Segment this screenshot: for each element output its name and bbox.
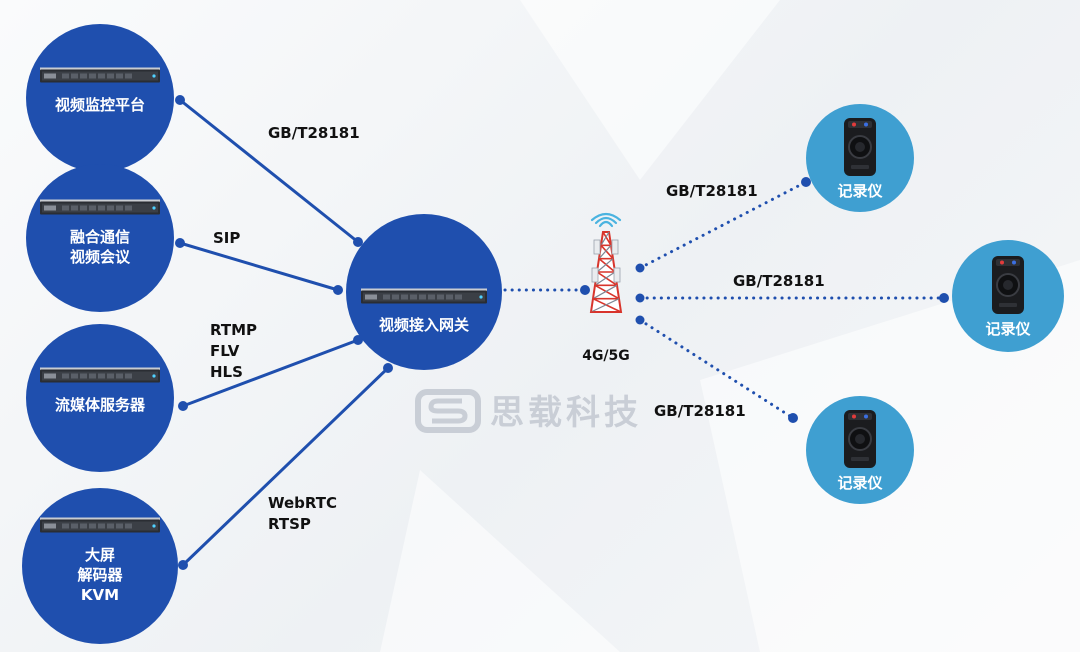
link-endpoint	[383, 363, 393, 373]
recorder-label: 记录仪	[837, 474, 883, 492]
protocol-label-recorder-3: GB/T28181	[654, 402, 746, 420]
link-endpoint	[635, 263, 645, 273]
link-endpoint	[788, 413, 798, 423]
protocol-line: WebRTC	[268, 494, 337, 512]
protocol-label-decoder: WebRTC RTSP	[268, 494, 337, 533]
node-label: 解码器	[77, 566, 123, 584]
link-endpoint	[333, 285, 343, 295]
link-endpoint	[178, 560, 188, 570]
link-conference-to-gateway	[179, 241, 339, 292]
signal-waves-icon	[590, 212, 622, 228]
recorder-label: 记录仪	[837, 182, 883, 200]
node-label: KVM	[81, 586, 119, 604]
watermark: 思载科技	[415, 389, 642, 433]
node-label: 大屏	[85, 546, 115, 564]
node-circle	[26, 24, 174, 172]
body-camera-icon	[844, 118, 876, 176]
link-endpoint	[635, 293, 645, 303]
protocol-label-recorder-1: GB/T28181	[666, 182, 758, 200]
node-circle	[26, 324, 174, 472]
node-gateway[interactable]: 视频接入网关	[346, 214, 502, 370]
rack-server-icon	[40, 517, 160, 533]
link-tower-to-recorder-1	[638, 180, 808, 270]
recorder-label: 记录仪	[985, 320, 1031, 338]
recorder-1[interactable]: 记录仪	[806, 104, 914, 212]
tower-node: 4G/5G	[582, 212, 630, 364]
protocol-label-video-platform: GB/T28181	[268, 124, 360, 142]
link-endpoint	[939, 293, 949, 303]
rack-server-icon	[361, 288, 487, 304]
node-label: 融合通信	[70, 228, 130, 246]
link-tower-to-recorder-3	[638, 318, 795, 420]
link-endpoint	[175, 95, 185, 105]
rack-server-icon	[40, 367, 160, 383]
protocol-label-recorder-2: GB/T28181	[733, 272, 825, 290]
node-video-platform[interactable]: 视频监控平台	[26, 24, 174, 172]
links-layer	[175, 95, 949, 570]
link-endpoint	[801, 177, 811, 187]
node-label: 流媒体服务器	[55, 396, 146, 414]
protocol-label-conference: SIP	[213, 229, 240, 247]
watermark-text: 思载科技	[490, 393, 642, 433]
link-endpoint	[178, 401, 188, 411]
body-camera-icon	[992, 256, 1024, 314]
protocol-line: HLS	[210, 363, 243, 381]
link-endpoint	[580, 285, 590, 295]
body-camera-icon	[844, 410, 876, 468]
protocol-line: FLV	[210, 342, 240, 360]
protocol-line: SIP	[213, 229, 240, 247]
link-streaming-to-gateway	[182, 338, 359, 408]
cell-tower-icon	[589, 212, 623, 313]
link-endpoint	[175, 238, 185, 248]
protocol-label-streaming: RTMP FLV HLS	[210, 321, 257, 381]
link-video-platform-to-gateway	[179, 98, 359, 244]
recorder-2[interactable]: 记录仪	[952, 240, 1064, 352]
protocol-line: RTMP	[210, 321, 257, 339]
protocol-line: RTSP	[268, 515, 311, 533]
rack-server-icon	[40, 67, 160, 83]
node-label: 视频会议	[70, 248, 131, 266]
gateway-label: 视频接入网关	[379, 316, 469, 334]
protocol-line: GB/T28181	[268, 124, 360, 142]
rack-server-icon	[40, 199, 160, 215]
link-endpoint	[353, 335, 363, 345]
link-endpoint	[353, 237, 363, 247]
s-logo-icon	[415, 389, 481, 433]
node-streaming[interactable]: 流媒体服务器	[26, 324, 174, 472]
link-decoder-to-gateway	[181, 366, 390, 567]
link-endpoint	[635, 315, 645, 325]
node-label: 视频监控平台	[55, 96, 145, 114]
recorder-3[interactable]: 记录仪	[806, 396, 914, 504]
tower-label: 4G/5G	[582, 348, 630, 364]
